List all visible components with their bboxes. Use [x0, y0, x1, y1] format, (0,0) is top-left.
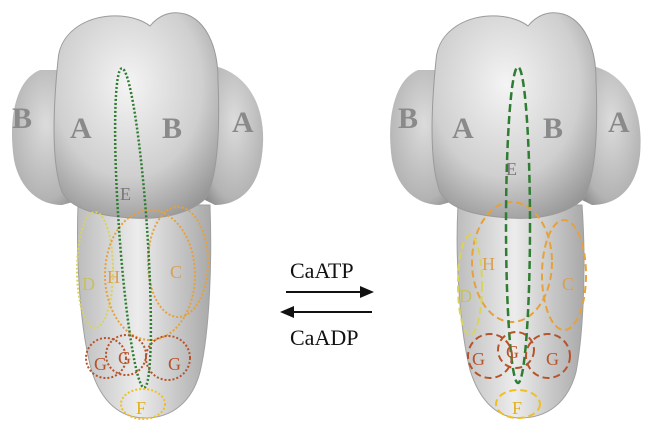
right-region-label-e: E: [506, 159, 517, 179]
right-region-label-g-left: G: [472, 349, 485, 369]
left-head-label-b-right: B: [162, 112, 182, 145]
left-region-label-e: E: [120, 184, 131, 204]
left-head-label-a-right: A: [232, 106, 254, 139]
right-region-label-g-right: G: [546, 349, 559, 369]
right-head-label-a-right: A: [608, 106, 630, 139]
left-region-label-f: F: [136, 398, 146, 418]
left-region-label-g-left: G: [94, 354, 107, 374]
left-model: B A B A E D H C G G G F: [12, 13, 263, 419]
left-region-label-g-right: G: [168, 354, 181, 374]
left-region-label-h: H: [107, 267, 120, 287]
reverse-reaction-label: CaADP: [290, 325, 358, 350]
left-region-label-c: C: [170, 262, 182, 282]
left-region-label-g-mid: G: [118, 348, 131, 368]
left-head-label-b-left: B: [12, 102, 32, 135]
right-region-label-h: H: [482, 254, 495, 274]
right-head-label-a-left: A: [452, 112, 474, 145]
right-head-label-b-left: B: [398, 102, 418, 135]
right-region-label-f: F: [512, 398, 522, 418]
reaction-arrows: CaATP CaADP: [280, 258, 374, 350]
right-region-label-d: D: [459, 286, 472, 306]
left-head-label-a-left: A: [70, 112, 92, 145]
left-region-label-d: D: [82, 274, 95, 294]
right-region-label-g-mid: G: [506, 342, 519, 362]
right-model: B A B A E H D C G G G F: [390, 13, 641, 418]
right-stalk: [457, 205, 584, 418]
reverse-arrow-head: [280, 306, 294, 318]
right-region-label-c: C: [562, 274, 574, 294]
right-head-label-b-right: B: [543, 112, 563, 145]
forward-arrow-head: [360, 286, 374, 298]
forward-reaction-label: CaATP: [290, 258, 354, 283]
